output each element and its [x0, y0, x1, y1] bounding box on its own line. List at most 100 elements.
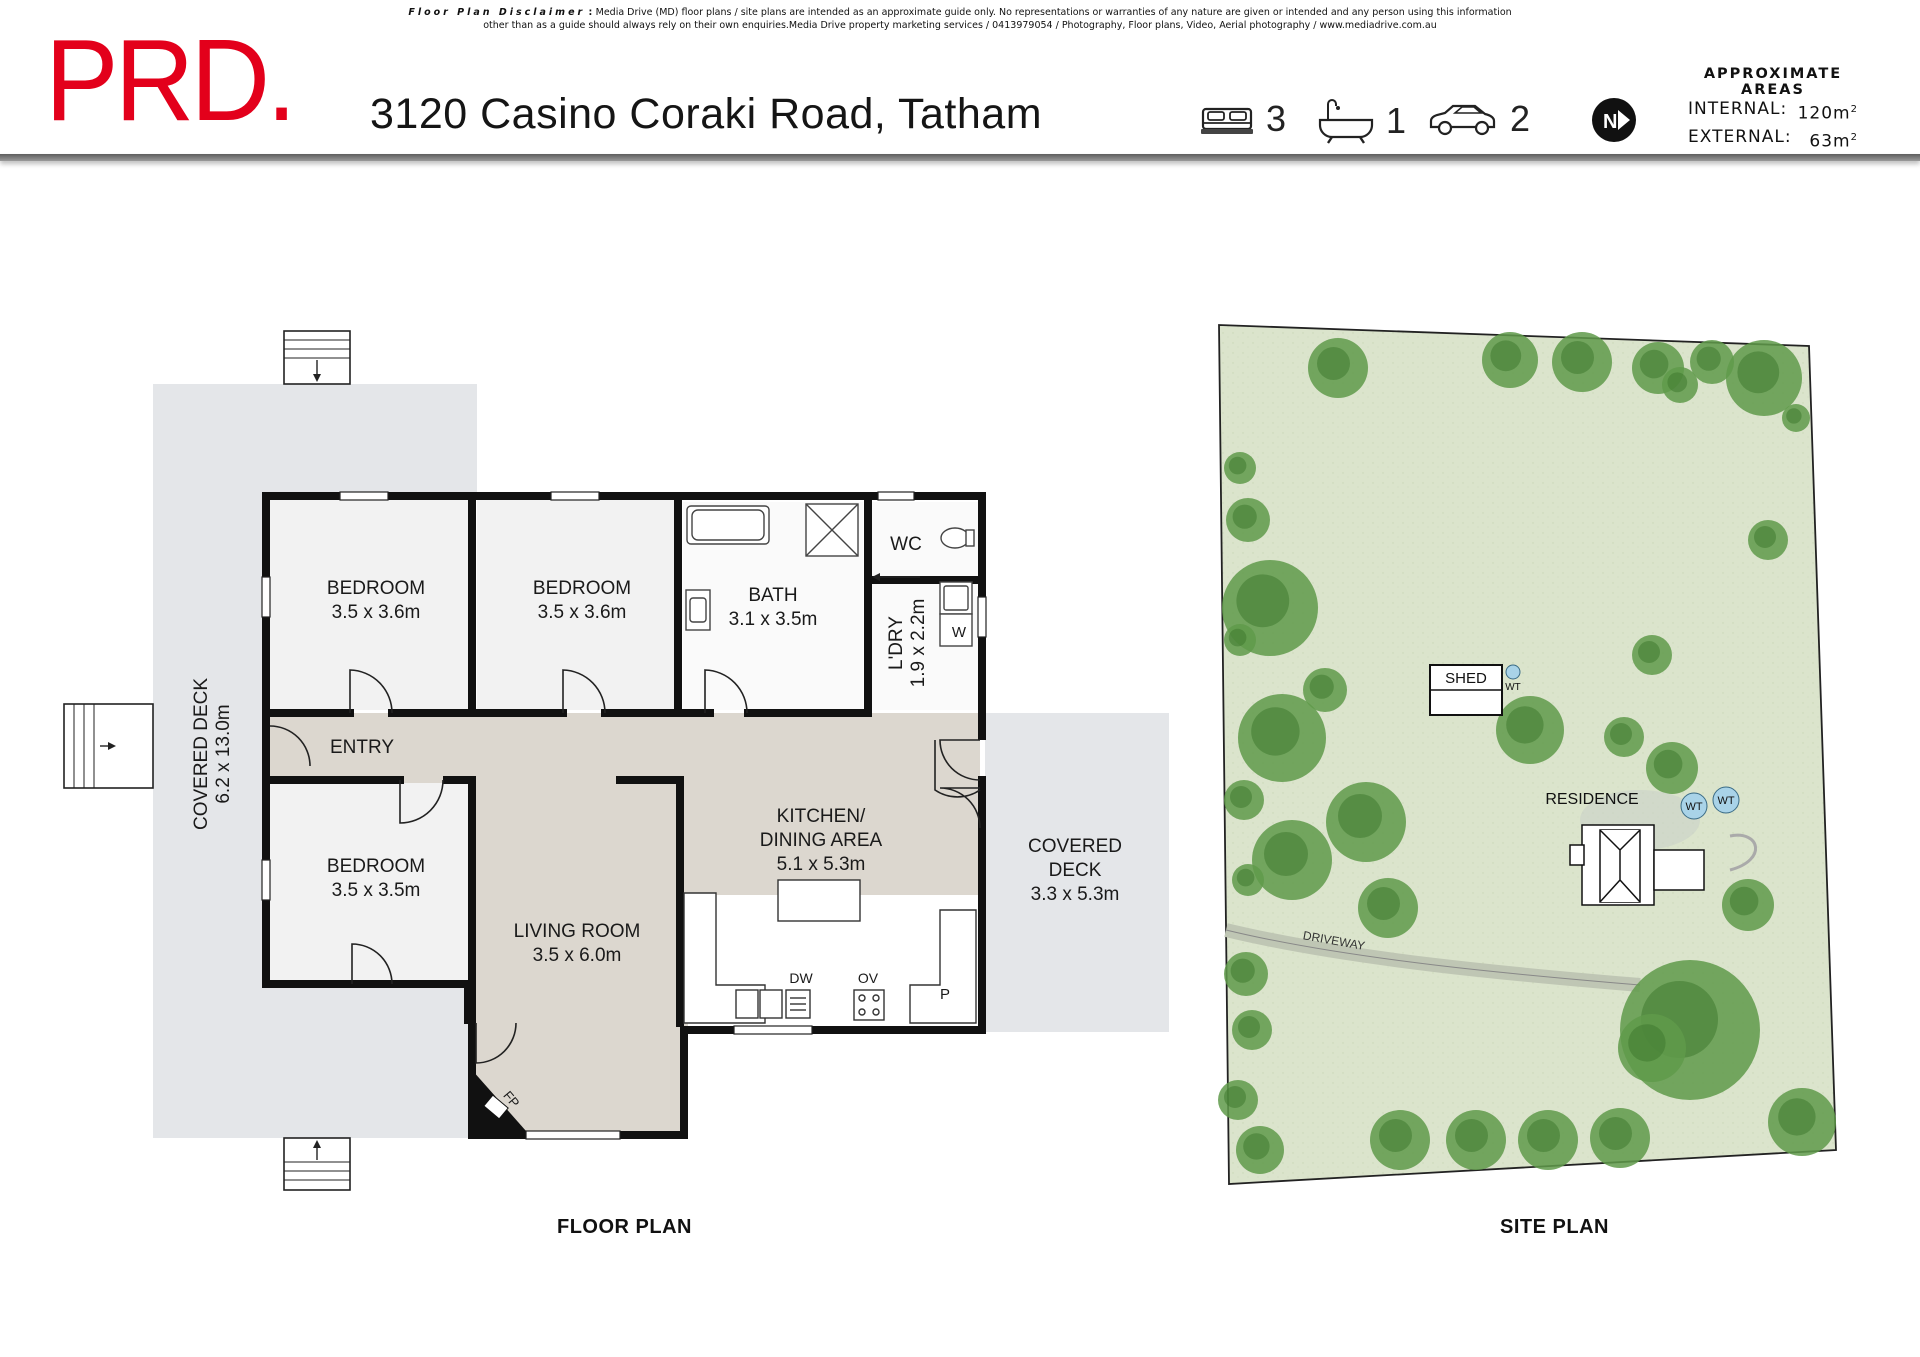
prd-logo: PRD.: [45, 22, 297, 138]
external-area: EXTERNAL: 63m2: [1688, 126, 1858, 154]
internal-area-value: 120m: [1797, 103, 1851, 124]
laundry-name: L'DRY: [886, 616, 907, 670]
stairs-left: [63, 703, 154, 789]
tree-canopy-shade: [1490, 340, 1522, 372]
areas-title-1: APPROXIMATE: [1703, 66, 1843, 82]
residence-label: RESIDENCE: [1545, 791, 1638, 808]
tree-canopy-shade: [1696, 346, 1721, 371]
tree-canopy-shade: [1610, 723, 1632, 745]
unit-sup: 2: [1850, 104, 1858, 115]
covered-deck-right: [985, 713, 1169, 1032]
tree-canopy-shade: [1367, 887, 1400, 920]
unit-sup: 2: [1850, 131, 1858, 143]
wc-label: WC: [890, 534, 922, 555]
bath-size: 3.1 x 3.5m: [729, 609, 818, 630]
wt-label-3: WT: [1717, 795, 1734, 807]
kitchen-name-2: DINING AREA: [760, 830, 883, 851]
bedroom-2-size: 3.5 x 3.6m: [538, 602, 627, 623]
tree-canopy-shade: [1527, 1119, 1560, 1152]
bedroom-count: 3: [1200, 98, 1286, 140]
tree-canopy-shade: [1232, 504, 1257, 529]
tree-canopy-shade: [1236, 574, 1290, 628]
residence: [1569, 824, 1705, 906]
disclaimer-line2: other than as a guide should always rely…: [483, 20, 1437, 31]
pantry-label: P: [940, 986, 950, 1003]
tree-canopy-shade: [1639, 349, 1669, 379]
bath-name: BATH: [748, 585, 797, 606]
approximate-areas: APPROXIMATE AREAS INTERNAL:120m2 EXTERNA…: [1688, 66, 1858, 153]
tree-canopy-shade: [1224, 1086, 1246, 1108]
compass-label: N: [1603, 111, 1617, 133]
tree-canopy-shade: [1737, 351, 1780, 394]
tree-canopy-shade: [1228, 628, 1247, 647]
bed-icon: [1200, 99, 1254, 139]
tree-canopy-shade: [1243, 1133, 1270, 1160]
external-area-value: 63m: [1809, 131, 1851, 152]
floor-plan-caption: FLOOR PLAN: [557, 1216, 692, 1238]
logo-text: PRD: [45, 15, 270, 145]
tree-canopy-shade: [1309, 674, 1334, 699]
bathroom-count: 1: [1318, 98, 1406, 144]
deck-left-size: 6.2 x 13.0m: [213, 704, 234, 803]
property-address: 3120 Casino Coraki Road, Tatham: [370, 90, 1043, 138]
logo-dot: .: [266, 15, 297, 145]
tree-canopy-shade: [1251, 707, 1300, 756]
carspace-count-value: 2: [1510, 98, 1531, 139]
tree-canopy-shade: [1667, 372, 1688, 393]
tree-canopy-shade: [1729, 886, 1759, 916]
kitchen-size: 5.1 x 5.3m: [777, 854, 866, 875]
tree-canopy-shade: [1754, 526, 1776, 548]
tree-canopy-shade: [1264, 832, 1308, 876]
washer-label: W: [952, 624, 967, 641]
internal-area: INTERNAL: 120m2: [1688, 98, 1858, 126]
deck-right-name-2: DECK: [1049, 860, 1102, 881]
trees: [1218, 332, 1836, 1174]
carspace-count: 2: [1428, 98, 1530, 140]
car-icon: [1428, 101, 1498, 137]
tree-canopy-shade: [1628, 1024, 1666, 1062]
water-tanks: WT WT WT: [1505, 664, 1740, 820]
bathroom-count-value: 1: [1386, 100, 1407, 141]
living-room-size: 3.5 x 6.0m: [533, 945, 622, 966]
tree-canopy-shade: [1561, 341, 1594, 374]
tree-canopy-shade: [1236, 868, 1255, 887]
laundry-size: 1.9 x 2.2m: [908, 599, 929, 688]
kitchen-name-1: KITCHEN/: [777, 806, 866, 827]
tree-canopy-shade: [1506, 706, 1544, 744]
tree-canopy-shade: [1379, 1119, 1412, 1152]
disclaimer: Floor Plan Disclaimer : Media Drive (MD)…: [0, 6, 1920, 32]
disclaimer-line1: Media Drive (MD) floor plans / site plan…: [595, 7, 1512, 18]
bedroom-1-size: 3.5 x 3.6m: [332, 602, 421, 623]
external-area-label: EXTERNAL:: [1688, 126, 1792, 147]
bathtub-icon: [1318, 98, 1374, 144]
tree-canopy-shade: [1228, 456, 1247, 475]
bedroom-3-size: 3.5 x 3.5m: [332, 880, 421, 901]
areas-title-2: AREAS: [1741, 82, 1805, 98]
dishwasher-label: DW: [789, 970, 813, 986]
tree-canopy-shade: [1653, 749, 1683, 779]
bedroom-2-name: BEDROOM: [533, 578, 631, 599]
shed-label: SHED: [1445, 670, 1487, 687]
stairs-top: [283, 330, 351, 385]
oven-label: OV: [858, 970, 879, 986]
deck-right-size: 3.3 x 5.3m: [1031, 884, 1120, 905]
deck-left-name: COVERED DECK: [191, 678, 212, 830]
header-divider: [0, 154, 1920, 161]
tree-canopy-shade: [1778, 1098, 1816, 1136]
tree-canopy-shade: [1455, 1119, 1488, 1152]
tree-canopy-shade: [1230, 786, 1252, 808]
bedroom-count-value: 3: [1266, 98, 1287, 139]
entry-label: ENTRY: [330, 737, 394, 758]
living-room-name: LIVING ROOM: [514, 921, 641, 942]
tree-canopy-shade: [1599, 1117, 1632, 1150]
deck-right-name-1: COVERED: [1028, 836, 1122, 857]
tree-canopy-shade: [1317, 347, 1350, 380]
bedroom-1-name: BEDROOM: [327, 578, 425, 599]
internal-area-label: INTERNAL:: [1688, 99, 1788, 119]
wt-label-1: WT: [1505, 682, 1521, 693]
stairs-bottom: [283, 1137, 351, 1191]
disclaimer-title: Floor Plan Disclaimer: [408, 7, 586, 18]
site-plan-caption: SITE PLAN: [1500, 1216, 1609, 1238]
site-plan: DRIVEWAY SHED RESIDENCE WT WT WT: [1218, 324, 1837, 1185]
